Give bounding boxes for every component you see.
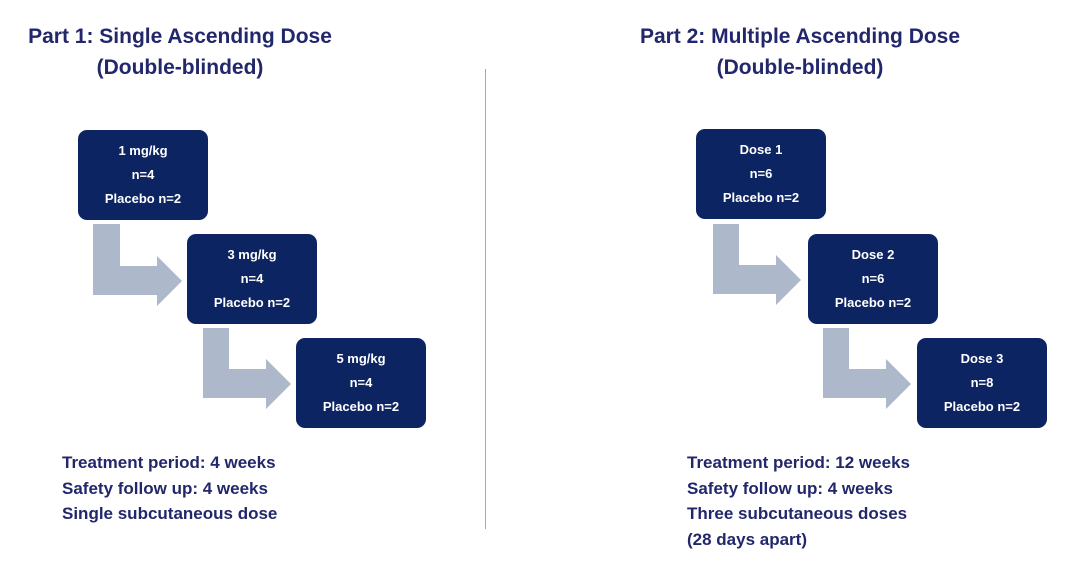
part2-title-line1: Part 2: Multiple Ascending Dose <box>639 25 961 48</box>
dose-label: Dose 3 <box>960 351 1004 366</box>
subject-count: n=4 <box>349 375 373 390</box>
dosing-description: Three subcutaneous doses <box>687 504 908 523</box>
part2-title-line2: (Double-blinded) <box>716 56 884 79</box>
dose-box-1mg: 1 mg/kg n=4 Placebo n=2 <box>78 130 208 220</box>
dosing-interval: (28 days apart) <box>687 529 807 549</box>
arrow-part1-step1 <box>93 224 182 306</box>
subject-count: n=8 <box>970 375 994 390</box>
dose-box-3mg: 3 mg/kg n=4 Placebo n=2 <box>187 234 317 324</box>
part1-notes: Treatment period: 4 weeks Safety follow … <box>62 450 277 527</box>
part1-title-line1: Part 1: Single Ascending Dose <box>28 25 332 48</box>
subject-count: n=6 <box>749 166 773 181</box>
part2-notes: Treatment period: 12 weeks Safety follow… <box>687 450 910 552</box>
dose-label: Dose 2 <box>851 247 895 262</box>
placebo-count: Placebo n=2 <box>213 295 291 310</box>
dose-label: Dose 1 <box>739 142 783 157</box>
dose-label: 5 mg/kg <box>336 351 386 366</box>
arrow-part1-step2 <box>203 328 291 409</box>
dose-label: 3 mg/kg <box>227 247 277 262</box>
part1-title: Part 1: Single Ascending Dose (Double-bl… <box>20 21 340 83</box>
dose-box-dose1: Dose 1 n=6 Placebo n=2 <box>696 129 826 219</box>
safety-follow-up: Safety follow up: 4 weeks <box>687 478 893 498</box>
dose-box-dose3: Dose 3 n=8 Placebo n=2 <box>917 338 1047 428</box>
treatment-period: Treatment period: 4 weeks <box>62 453 276 472</box>
subject-count: n=4 <box>131 167 155 182</box>
placebo-count: Placebo n=2 <box>943 399 1021 414</box>
part2-title: Part 2: Multiple Ascending Dose (Double-… <box>620 21 980 83</box>
dose-box-5mg: 5 mg/kg n=4 Placebo n=2 <box>296 338 426 428</box>
placebo-count: Placebo n=2 <box>834 295 912 310</box>
placebo-count: Placebo n=2 <box>322 399 400 414</box>
dosing-description: Single subcutaneous dose <box>62 504 278 523</box>
safety-follow-up: Safety follow up: 4 weeks <box>62 478 268 498</box>
subject-count: n=4 <box>240 271 264 286</box>
placebo-count: Placebo n=2 <box>722 190 800 205</box>
dose-label: 1 mg/kg <box>118 143 168 158</box>
dose-box-dose2: Dose 2 n=6 Placebo n=2 <box>808 234 938 324</box>
treatment-period: Treatment period: 12 weeks <box>687 453 910 472</box>
placebo-count: Placebo n=2 <box>104 191 182 206</box>
arrow-part2-step2 <box>823 328 911 409</box>
section-divider <box>485 69 486 529</box>
part1-title-line2: (Double-blinded) <box>96 56 264 79</box>
subject-count: n=6 <box>861 271 885 286</box>
arrow-part2-step1 <box>713 224 801 305</box>
